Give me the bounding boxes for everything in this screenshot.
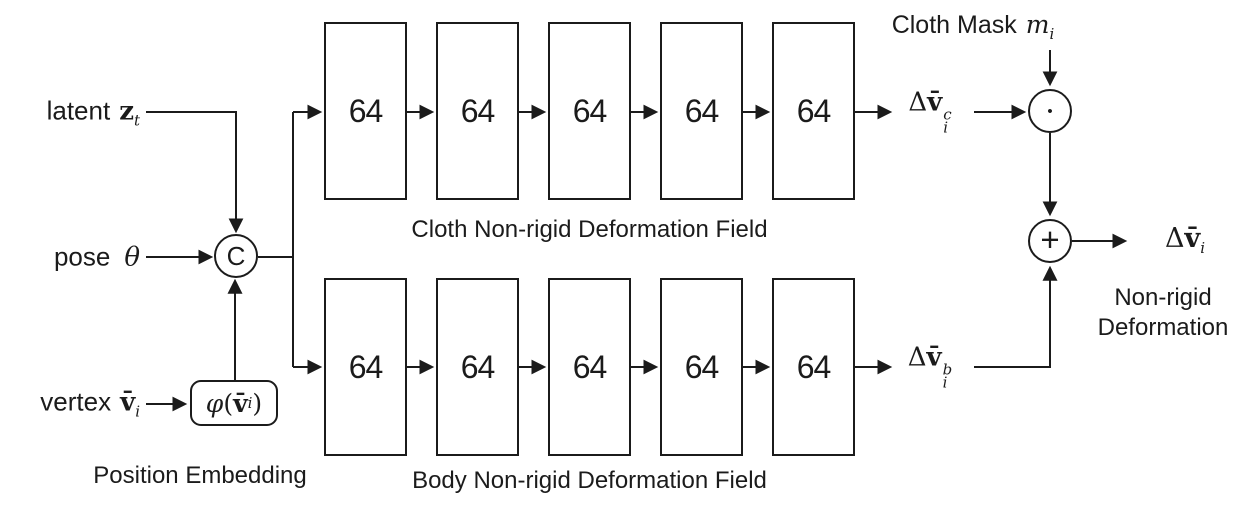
cloth-layer-5: 64	[772, 22, 855, 200]
cloth-superscript: c	[943, 105, 952, 124]
pose-word: pose	[53, 241, 111, 272]
phi-symbol: φ	[205, 388, 224, 418]
final-caption-line1: Non-rigid	[1114, 284, 1212, 311]
final-caption-line2: Deformation	[1097, 314, 1229, 341]
cloth-mask-symbol: m	[1025, 10, 1050, 39]
phi-subscript: i	[247, 394, 253, 412]
cloth-mask-word: Cloth Mask	[891, 11, 1017, 39]
body-subscript: i	[942, 373, 948, 392]
body-layer-5: 64	[772, 278, 855, 456]
pose-symbol: θ	[124, 242, 140, 273]
cloth-subscript: i	[943, 118, 949, 137]
add-node: +	[1028, 219, 1072, 263]
arrow-body-delta-to-add	[974, 265, 1058, 368]
cloth-layer-3-size: 64	[572, 92, 608, 129]
cloth-layer-1-size: 64	[348, 92, 384, 129]
latent-subscript: t	[133, 111, 140, 130]
body-layer-4: 64	[660, 278, 743, 456]
final-delta-output: Δv̄i	[1133, 223, 1237, 257]
body-delta: Δ	[907, 342, 927, 373]
latent-word: latent	[46, 95, 111, 126]
cloth-layer-1: 64	[324, 22, 407, 200]
add-icon: +	[1040, 221, 1060, 258]
body-layer-2: 64	[436, 278, 519, 456]
multiply-icon: •	[1047, 102, 1053, 120]
body-layer-1: 64	[324, 278, 407, 456]
position-embedding-caption: Position Embedding	[93, 462, 307, 489]
concat-symbol: C	[226, 241, 246, 271]
position-embedding-box: φ(v̄i)	[190, 380, 278, 426]
cloth-layer-3: 64	[548, 22, 631, 200]
cloth-layer-4: 64	[660, 22, 743, 200]
latent-symbol: z	[119, 96, 134, 127]
phi-open-paren: (	[223, 388, 234, 418]
cloth-layer-4-size: 64	[684, 92, 720, 129]
arrow-latent-to-concat	[146, 111, 244, 234]
cloth-delta: Δ	[908, 87, 928, 118]
phi-close-paren: )	[252, 388, 263, 418]
input-label-vertex: vertex v̄i	[16, 386, 140, 421]
vertex-word: vertex	[40, 386, 112, 417]
cloth-layer-2: 64	[436, 22, 519, 200]
body-field-caption: Body Non-rigid Deformation Field	[412, 467, 767, 494]
cloth-mask-subscript: i	[1049, 25, 1055, 43]
final-output-caption: Non-rigid Deformation	[1078, 283, 1246, 343]
body-layer-1-size: 64	[348, 348, 384, 385]
body-superscript: b	[942, 360, 953, 379]
body-layer-5-size: 64	[796, 348, 832, 385]
vertex-subscript: i	[135, 402, 140, 421]
final-subscript: i	[1200, 238, 1205, 257]
cloth-mask-label: Cloth Mask mi	[843, 10, 1103, 43]
concat-node: C	[214, 234, 258, 278]
cloth-layer-2-size: 64	[460, 92, 496, 129]
body-v-symbol: v̄	[926, 342, 942, 373]
body-layer-4-size: 64	[684, 348, 720, 385]
multiply-node: •	[1028, 89, 1072, 133]
body-layer-3: 64	[548, 278, 631, 456]
cloth-field-caption: Cloth Non-rigid Deformation Field	[411, 216, 768, 243]
final-v-symbol: v̄	[1184, 222, 1201, 254]
body-layer-2-size: 64	[460, 348, 496, 385]
cloth-layer-5-size: 64	[796, 92, 832, 129]
phi-vertex-symbol: v̄	[233, 388, 248, 418]
cloth-v-symbol: v̄	[927, 87, 943, 118]
vertex-symbol: v̄	[120, 387, 136, 418]
body-layer-3-size: 64	[572, 348, 608, 385]
final-delta: Δ	[1164, 222, 1185, 254]
